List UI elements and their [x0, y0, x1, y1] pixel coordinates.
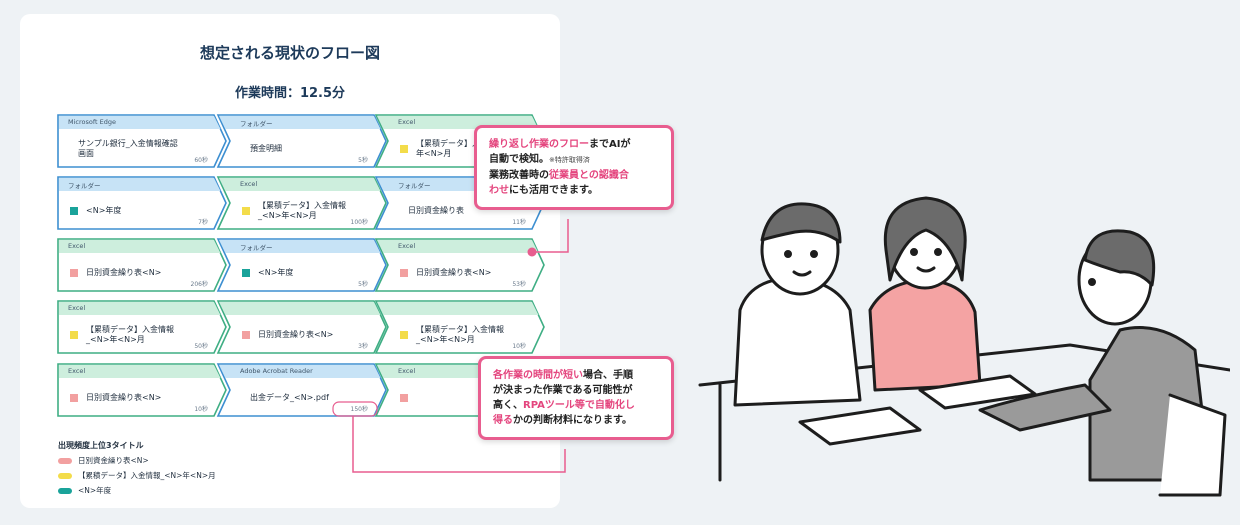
- title-color-marker: [242, 269, 250, 277]
- flow-step-header: [377, 240, 539, 253]
- callout-text: 場合、手順: [583, 370, 633, 381]
- app-name: フォルダー: [240, 120, 273, 128]
- work-time: 作業時間：12.5分: [234, 86, 346, 101]
- step-duration: 100秒: [350, 219, 368, 226]
- step-title: 日別資金繰り表<N>: [416, 268, 492, 277]
- legend-label: 日別資金繰り表<N>: [78, 456, 149, 465]
- callout-text: 従業員との認識合: [549, 170, 629, 181]
- meeting-illustration: [698, 196, 1230, 497]
- app-name: Excel: [68, 367, 86, 375]
- flow-step-header: [219, 365, 381, 378]
- flow-title: 想定される現状のフロー図: [199, 44, 380, 62]
- step-duration: 150秒: [350, 406, 368, 413]
- legend-item: 【累積データ】入金情報_<N>年<N>月: [58, 470, 216, 481]
- step-duration: 206秒: [190, 281, 208, 288]
- step-duration: 7秒: [198, 219, 208, 226]
- title-color-marker: [400, 394, 408, 402]
- step-title: 日別資金繰り表<N>: [86, 393, 162, 402]
- flow-step-header: [59, 365, 221, 378]
- step-title: 預金明細: [250, 144, 282, 153]
- flow-step-header: [219, 302, 381, 315]
- step-title: 日別資金繰り表: [408, 206, 464, 215]
- app-name: Adobe Acrobat Reader: [240, 367, 313, 375]
- callout-rpa: 各作業の時間が短い場合、手順 が決まった作業である可能性が 高く、RPAツール等…: [478, 356, 674, 440]
- legend-chip-yellow: [58, 472, 72, 479]
- step-duration: 10秒: [512, 343, 526, 350]
- app-name: フォルダー: [240, 244, 273, 252]
- app-name: Excel: [68, 242, 86, 250]
- step-title: <N>年度: [258, 268, 294, 277]
- flow-diagram-card: 想定される現状のフロー図 作業時間：12.5分 Microsoft Edge サン…: [20, 14, 569, 508]
- legend-chip-teal: [58, 487, 72, 494]
- step-duration: 53秒: [512, 281, 526, 288]
- callout-text: 業務改善時の: [489, 170, 549, 181]
- step-duration: 11秒: [512, 219, 526, 226]
- step-title: <N>年度: [86, 206, 122, 215]
- legend-chip-pink: [58, 457, 72, 464]
- title-color-marker: [400, 145, 408, 153]
- flow-step-header: [59, 302, 221, 315]
- step-title: 【累積データ】入金情報_年<N>月: [416, 139, 508, 158]
- callout-text: 各作業の時間が短い: [493, 370, 583, 381]
- title-color-marker: [242, 331, 250, 339]
- flow-step-header: [219, 116, 381, 129]
- app-name: フォルダー: [68, 182, 101, 190]
- title-color-marker: [242, 207, 250, 215]
- step-title: 【累積データ】入金情報_<N>年<N>月: [86, 325, 174, 344]
- step-title: 日別資金繰り表<N>: [258, 330, 334, 339]
- step-duration: 5秒: [358, 157, 368, 164]
- callout-ai-detection: 繰り返し作業のフローまでAIが 自動で検知。※特許取得済 業務改善時の従業員との…: [474, 125, 674, 210]
- step-duration: 60秒: [194, 157, 208, 164]
- title-color-marker: [70, 207, 78, 215]
- step-title: 【累積データ】入金情報_<N>年<N>月: [258, 201, 346, 220]
- legend-label: <N>年度: [78, 486, 112, 495]
- title-color-marker: [70, 394, 78, 402]
- app-name: Excel: [398, 242, 416, 250]
- app-name: Excel: [240, 180, 258, 188]
- step-title: 日別資金繰り表<N>: [86, 268, 162, 277]
- title-color-marker: [70, 331, 78, 339]
- flow-step-header: [59, 240, 221, 253]
- flow-step-header: [59, 116, 221, 129]
- callout-text: までAIが: [589, 139, 631, 150]
- callout-text: 繰り返し作業のフロー: [489, 139, 589, 150]
- step-title: 【累積データ】入金情報_<N>年<N>月: [416, 325, 504, 344]
- step-duration: 5秒: [358, 281, 368, 288]
- title-color-marker: [400, 269, 408, 277]
- app-name: Microsoft Edge: [68, 118, 117, 126]
- patent-note: ※特許取得済: [549, 156, 590, 164]
- title-color-marker: [400, 331, 408, 339]
- callout-text: にも活用できます。: [509, 185, 598, 196]
- legend-item: <N>年度: [58, 485, 111, 496]
- flow-step-header: [59, 178, 221, 191]
- step-duration: 50秒: [194, 343, 208, 350]
- legend-item: 日別資金繰り表<N>: [58, 455, 149, 466]
- step-duration: 3秒: [358, 343, 368, 350]
- legend-label: 【累積データ】入金情報_<N>年<N>月: [78, 471, 216, 480]
- callout-text: RPAツール等で自動化し: [523, 400, 635, 411]
- flow-step-header: [377, 302, 539, 315]
- step-title: サンプル銀行_入金情報確認画面: [78, 139, 178, 158]
- flow-step-header: [219, 178, 381, 191]
- flow-step-header: [219, 240, 381, 253]
- callout-text: わせ: [489, 185, 509, 196]
- app-name: Excel: [398, 118, 416, 126]
- title-color-marker: [70, 269, 78, 277]
- callout-text: 高く、: [493, 400, 523, 411]
- app-name: フォルダー: [398, 182, 431, 190]
- callout-text: 自動で検知。: [489, 154, 549, 165]
- callout-text: 得る: [493, 415, 513, 426]
- app-name: Excel: [398, 367, 416, 375]
- callout-text: が決まった作業である可能性が: [493, 385, 633, 396]
- app-name: Excel: [68, 304, 86, 312]
- step-duration: 10秒: [194, 406, 208, 413]
- legend-title: 出現頻度上位3タイトル: [58, 441, 144, 450]
- callout-text: かの判断材料になります。: [513, 415, 632, 426]
- step-title: 出金データ_<N>.pdf: [250, 393, 329, 402]
